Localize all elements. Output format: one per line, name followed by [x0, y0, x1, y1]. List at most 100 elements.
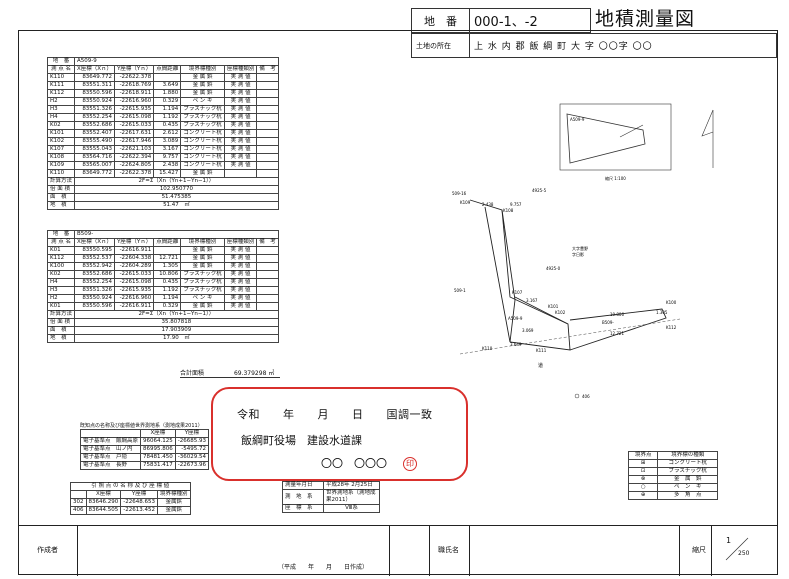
column-header: Y座標（Yｎ） [114, 65, 155, 74]
column-header: 備 考 [256, 238, 279, 247]
table-cell: -22621.103 [114, 145, 155, 154]
column-header [79, 429, 142, 438]
column-header: 測 点 名 [46, 65, 76, 74]
summary-value: 2F=Σ（Xn（Yn+1−Yn−1）） [74, 310, 279, 319]
table-cell: K02 [46, 270, 76, 279]
map-label: K110 [482, 346, 493, 351]
table-cell: 実 測 値 [223, 137, 258, 146]
legend-symbol-icon: ⊗ [627, 475, 659, 484]
total-area-value: 69.379298 ㎡ [233, 370, 275, 377]
column-header: X座標（Xｎ） [74, 238, 116, 247]
chiban-value: B509- [74, 230, 279, 239]
map-label: K108 [503, 208, 514, 213]
annotation-box: 令和 年 月 日 国調一致 飯綱町役場 建設水道課 〇〇 〇〇〇 印 [211, 387, 468, 481]
map-label: K102 [555, 310, 566, 315]
location-header: 土地の所在 上 水 内 郡 飯 綱 町 大 字 〇〇字 〇〇 [411, 33, 777, 58]
legend-table: 境界点境界標の種類⊞コンクリート杭⊡プラスチック杭⊗金 属 鋲○ペ ン キ⊕多 … [627, 451, 718, 500]
summary-label: 地 積 [46, 334, 76, 343]
table-cell: 0.329 [153, 97, 182, 106]
table-cell: 302 [70, 498, 87, 507]
table-cell: K01 [46, 246, 76, 255]
summary-label: 地 積 [46, 201, 76, 210]
scale-numerator: 1 [726, 536, 732, 545]
table-cell: 83646.290 [85, 498, 122, 507]
map-label: 10.806 [610, 312, 624, 317]
table-cell: プラスチック杭 [180, 270, 225, 279]
table-cell: 78481.450 [140, 453, 176, 462]
inset-line [619, 124, 644, 138]
table-cell: -22648.653 [120, 498, 158, 507]
map-label: 9.757 [510, 202, 522, 207]
parcel-inner-line [514, 296, 569, 325]
table-cell [256, 153, 279, 162]
table-cell: 実 測 値 [223, 286, 258, 295]
map-label: 4925-5 [532, 188, 547, 193]
table-cell: 83552.686 [74, 121, 116, 130]
creation-date-note: （平成 年 月 日作成） [278, 564, 369, 571]
table-cell [256, 105, 279, 114]
table-cell [256, 278, 279, 287]
table-cell: 83552.407 [74, 129, 116, 138]
map-label: 3.649 [510, 342, 522, 347]
map-label: K111 [536, 348, 547, 353]
table-cell: 83551.326 [74, 105, 116, 114]
table-cell [256, 137, 279, 146]
map-label: K112 [666, 325, 677, 330]
table-cell [153, 246, 182, 255]
table-cell [256, 121, 279, 130]
legend-symbol-icon: ⊡ [627, 467, 659, 476]
column-header: 境界標種別 [180, 238, 225, 247]
table-cell: -22622.378 [114, 169, 155, 178]
map-label: K101 [548, 304, 559, 309]
table-cell [256, 81, 279, 90]
table-cell: 86995.806 [140, 445, 176, 454]
legend-item-label: プラスチック杭 [657, 467, 718, 476]
table-cell: 83552.254 [74, 278, 116, 287]
table-cell: 電子基準点 山ノ内 [79, 445, 142, 454]
table-cell: K02 [46, 121, 76, 130]
legend-symbol-icon: ⊕ [627, 491, 659, 500]
column-header: 境界標種別 [156, 490, 191, 499]
table-cell: 金 属 鋲 [180, 246, 225, 255]
table-cell [153, 73, 182, 82]
table-cell: 1.194 [153, 294, 182, 303]
map-label: 3.069 [522, 328, 534, 333]
column-header: Y座標 [174, 429, 210, 438]
table-cell: 83550.924 [74, 97, 116, 106]
location-value: 上 水 内 郡 飯 綱 町 大 字 〇〇字 〇〇 [469, 33, 777, 58]
table-cell: 金 属 鋲 [180, 169, 225, 178]
map-label: K107 [512, 290, 523, 295]
page-title: 地積測量図 [595, 8, 696, 30]
inset-scale: 縮尺 1:100 [605, 175, 626, 181]
table-cell: 実 測 値 [223, 145, 258, 154]
summary-value: 51.47 ㎡ [74, 201, 279, 210]
table-cell: 1.194 [153, 105, 182, 114]
kijun-title: 既知点の名称及び座標値世界測地系（測地成果2011） [80, 423, 203, 429]
map-label: 509-16 [452, 191, 467, 196]
legend-item-label: 金 属 鋲 [657, 475, 718, 484]
inset-parcel [566, 113, 646, 164]
table-cell: H3 [46, 105, 76, 114]
table-cell: 実 測 値 [223, 254, 258, 263]
table-cell [256, 129, 279, 138]
table-cell: -22613.452 [120, 506, 158, 515]
column-header: X座標 [140, 429, 176, 438]
table-cell: 金 属 鋲 [180, 89, 225, 98]
table-cell: -5495.72 [174, 445, 210, 454]
table-cell: 0.435 [153, 121, 182, 130]
table-cell: -26685.93 [174, 437, 210, 446]
table-cell: プラスチック杭 [180, 113, 225, 122]
table-cell: コンクリート杭 [180, 137, 225, 146]
table-title-row: 引 照 点 の 名 称 及 び 座 標 値 [70, 482, 191, 491]
table-cell: プラスチック杭 [180, 278, 225, 287]
